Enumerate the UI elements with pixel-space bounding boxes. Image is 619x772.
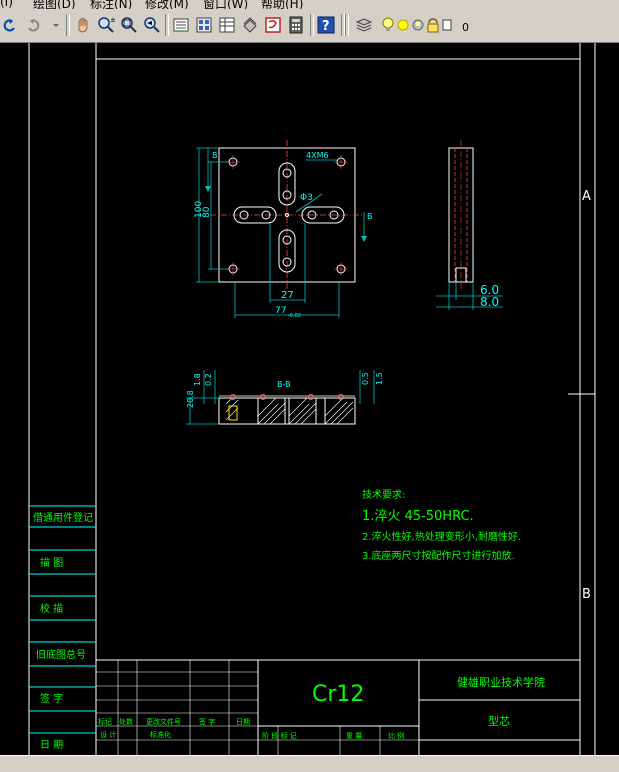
layer-manager-icon[interactable]	[355, 16, 373, 34]
material-text: Cr12	[312, 682, 364, 707]
tb-row2-col1: 设 计	[100, 730, 116, 739]
redo-dropdown-icon[interactable]	[52, 16, 60, 34]
menu-item-modify[interactable]: 修改(M)	[145, 0, 189, 9]
tb-row1-col2: 处数	[119, 717, 133, 726]
dim-sec-18: 1.8	[193, 373, 202, 386]
standard-toolbar: ± ? 0	[0, 9, 619, 43]
tool-palettes-icon[interactable]	[218, 16, 236, 34]
dim-sec-15: 1.5	[375, 372, 384, 385]
tb-row3-col2: 重 量	[346, 732, 362, 740]
layer-name-value[interactable]: 0	[462, 21, 469, 34]
tb-row1-col5: 日期	[236, 718, 250, 726]
dim-holes: 4XM6	[306, 151, 329, 160]
strip-label-3: 校 描	[40, 602, 63, 615]
toolbar-separator	[345, 14, 349, 36]
cut-mark-right: B	[367, 212, 373, 221]
notes-line-2: 2.淬火性好,热处理变形小,耐磨性好.	[362, 530, 521, 543]
tb-row2-col3: 标准化	[150, 730, 171, 739]
zoom-previous-icon[interactable]	[143, 16, 161, 34]
tb-row1-col1: 标记	[98, 717, 112, 726]
title-block: Cr12 健雄职业技术学院 型芯 标记 处数 更改文件号 签 字 日期 设 计 …	[96, 659, 580, 755]
markup-icon[interactable]	[264, 16, 282, 34]
undo-icon[interactable]	[0, 16, 18, 34]
zoom-window-icon[interactable]	[120, 16, 138, 34]
properties-icon[interactable]	[172, 16, 190, 34]
calculator-icon[interactable]	[287, 16, 305, 34]
design-center-icon[interactable]	[195, 16, 213, 34]
strip-label-6: 日 期	[40, 739, 63, 751]
dim-height-inner: 80	[202, 206, 212, 218]
menu-item-dimension[interactable]: 标注(N)	[90, 0, 133, 9]
part-name: 型芯	[488, 714, 510, 728]
strip-label-4: 旧底图总号	[36, 648, 86, 661]
layer-on-bulb-icon[interactable]	[381, 16, 395, 34]
section-view: B-B 20.8 1.8 0.2 0.5 1.	[186, 370, 384, 425]
technical-notes: 技术要求: 1.淬火 45-50HRC. 2.淬火性好,热处理变形小,耐磨性好.…	[362, 488, 521, 562]
toolbar-separator	[165, 14, 169, 36]
tb-row3-col1: 阶 段 标 记	[262, 731, 297, 740]
layer-viewport-icon[interactable]	[411, 16, 425, 34]
strip-label-1: 借通用件登记	[33, 511, 93, 524]
toolbar-separator	[66, 14, 70, 36]
redo-icon[interactable]	[25, 16, 43, 34]
cad-drawing: A B 借通用件登记 描 图 校 描 旧底图总号 签 字 日 期	[28, 43, 596, 755]
dim-width-inner: 27	[281, 290, 294, 301]
drawing-canvas[interactable]: A B 借通用件登记 描 图 校 描 旧底图总号 签 字 日 期	[0, 43, 619, 755]
dim-sec-thk: 20.8	[186, 390, 195, 408]
cut-mark-left: B	[212, 151, 218, 160]
side-view: 6.0 8.0	[436, 140, 503, 310]
menu-item-window[interactable]: 窗口(W)	[203, 0, 249, 9]
help-icon[interactable]: ?	[317, 16, 335, 34]
menu-item-draw[interactable]: 绘图(D)	[33, 0, 76, 9]
layer-thaw-sun-icon[interactable]	[396, 16, 410, 34]
layer-plot-icon[interactable]	[441, 16, 453, 34]
strip-label-2: 描 图	[40, 556, 63, 569]
zoom-realtime-icon[interactable]: ±	[97, 16, 115, 34]
toolbar-separator	[310, 14, 314, 36]
tb-row1-col4: 签 字	[199, 717, 215, 726]
dim-side-b: 8.0	[480, 295, 499, 309]
dim-side-a: 6.0	[480, 283, 499, 297]
tb-row3-col3: 比 例	[388, 731, 404, 740]
tb-row1-col3: 更改文件号	[146, 717, 181, 726]
menu-bar: (I) 绘图(D) 标注(N) 修改(M) 窗口(W) 帮助(H)	[0, 0, 619, 9]
status-bar	[0, 755, 619, 772]
notes-title: 技术要求:	[362, 488, 405, 501]
dim-height-total: 100	[194, 201, 204, 218]
zone-label-a: A	[582, 189, 591, 204]
dim-dia: Φ3	[300, 193, 313, 203]
menu-item-help[interactable]: 帮助(H)	[261, 0, 304, 9]
pan-icon[interactable]	[74, 16, 92, 34]
sheet-set-icon[interactable]	[241, 16, 259, 34]
svg-text:?: ?	[322, 19, 330, 34]
section-label: B-B	[277, 380, 291, 389]
layer-lock-icon[interactable]	[426, 16, 440, 34]
strip-label-5: 签 字	[40, 692, 63, 705]
toolbar-separator	[341, 14, 345, 36]
menu-item-1[interactable]: (I)	[0, 0, 13, 9]
school-name: 健雄职业技术学院	[457, 675, 545, 689]
notes-line-1: 1.淬火 45-50HRC.	[362, 509, 474, 524]
svg-text:±: ±	[110, 16, 115, 24]
front-view: 100 80 27 77 -0.02 4XM6 Φ3 B B	[194, 140, 373, 319]
dim-width-total: 77	[275, 306, 286, 316]
notes-line-3: 3.底座两尺寸按配作尺寸进行加放.	[362, 549, 515, 562]
dim-sec-05: 0.5	[361, 372, 370, 385]
left-strip: 借通用件登记 描 图 校 描 旧底图总号 签 字 日 期	[29, 505, 96, 751]
dim-width-tol: -0.02	[288, 313, 301, 319]
zone-label-b: B	[582, 587, 591, 602]
dim-sec-02: 0.2	[204, 373, 213, 386]
